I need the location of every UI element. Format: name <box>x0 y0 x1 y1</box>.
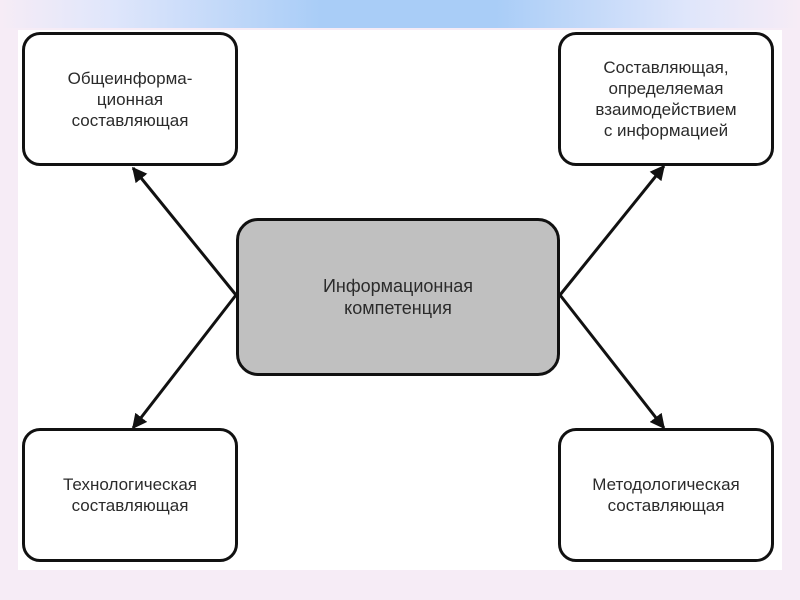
node-technological-component-label: Технологическая составляющая <box>62 475 198 515</box>
node-information-interaction-component-label: Составляющая, определяемая взаимодействи… <box>595 58 737 140</box>
node-methodological-component-label: Методологическая составляющая <box>592 475 740 515</box>
arrow-to-top-left <box>131 166 238 296</box>
node-information-interaction-component: Составляющая, определяемая взаимодействи… <box>558 32 774 166</box>
node-information-competence: Информационная компетенция <box>236 218 560 376</box>
node-general-information-component: Общеинформа- ционная составляющая <box>22 32 238 166</box>
arrow-to-bottom-left <box>131 294 238 430</box>
node-general-information-component-label: Общеинформа- ционная составляющая <box>67 68 193 130</box>
node-technological-component: Технологическая составляющая <box>22 428 238 562</box>
arrow-to-top-right <box>558 164 666 296</box>
arrow-to-bottom-right <box>558 294 666 430</box>
node-information-competence-label: Информационная компетенция <box>322 276 474 318</box>
header-band <box>0 0 800 28</box>
node-methodological-component: Методологическая составляющая <box>558 428 774 562</box>
